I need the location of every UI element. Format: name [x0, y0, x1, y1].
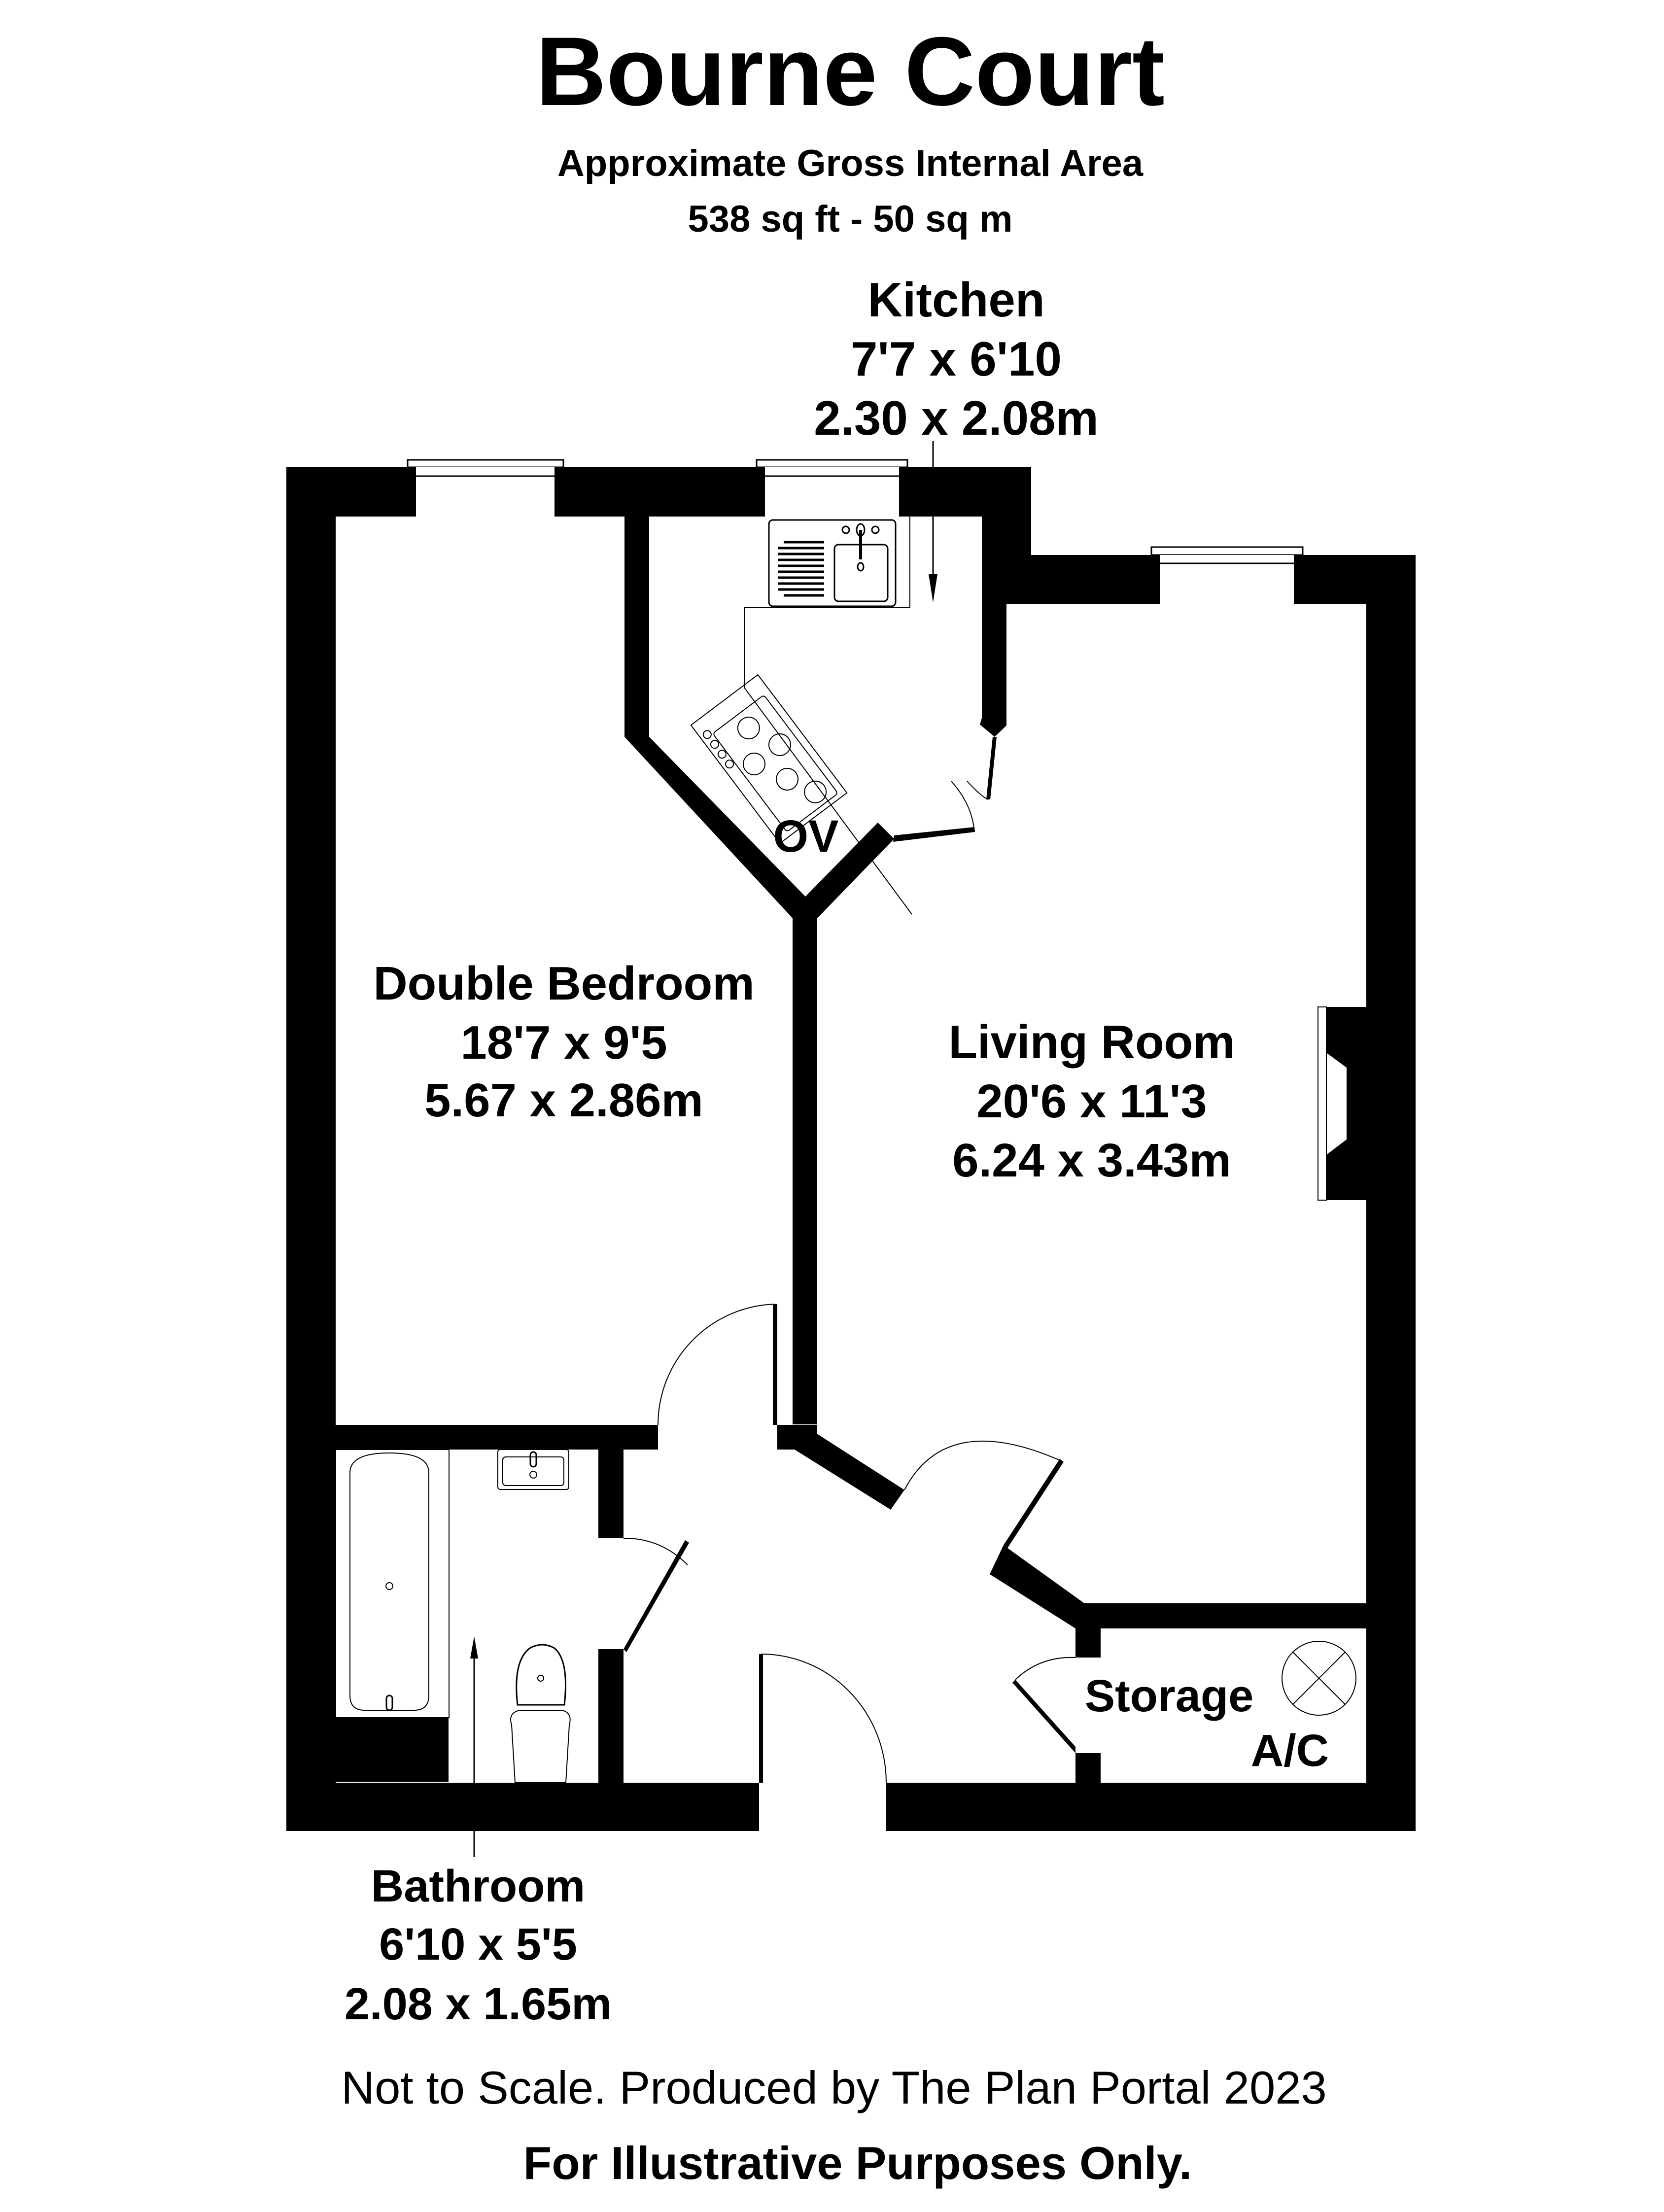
bathroom-pointer-arrow-icon: [470, 1636, 478, 1857]
window-living: [1150, 546, 1304, 604]
kitchen-label: Kitchen 7'7 x 6'10 2.30 x 2.08m: [814, 273, 1099, 445]
living-name: Living Room: [948, 1016, 1235, 1069]
walls: [286, 467, 1416, 1831]
ac-unit-icon: [1282, 1641, 1356, 1716]
kitchen-imperial: 7'7 x 6'10: [851, 332, 1062, 386]
bedroom-imperial: 18'7 x 9'5: [460, 1016, 667, 1069]
plan-title: Bourne Court: [536, 17, 1165, 126]
plan-area: 538 sq ft - 50 sq m: [688, 198, 1013, 240]
bathroom-name: Bathroom: [371, 1861, 585, 1911]
bathroom-label: Bathroom 6'10 x 5'5 2.08 x 1.65m: [345, 1861, 612, 2029]
storage-name: Storage: [1085, 1671, 1254, 1721]
kitchen-counter: [744, 517, 912, 915]
fireplace-icon: [1317, 1006, 1366, 1201]
kitchen-pointer-arrow-icon: [929, 441, 937, 602]
living-room-door[interactable]: [904, 1440, 1064, 1548]
living-imperial: 20'6 x 11'3: [976, 1075, 1207, 1128]
storage-door[interactable]: [1012, 1657, 1076, 1753]
kitchen-name: Kitchen: [867, 273, 1044, 327]
bedroom-metric: 5.67 x 2.86m: [424, 1074, 703, 1127]
living-room-label: Living Room 20'6 x 11'3 6.24 x 3.43m: [948, 1016, 1235, 1187]
plan-subtitle: Approximate Gross Internal Area: [557, 142, 1144, 184]
entrance-door[interactable]: [759, 1654, 887, 1783]
bedroom-door[interactable]: [658, 1304, 777, 1425]
kitchen-metric: 2.30 x 2.08m: [814, 391, 1099, 445]
bathtub-icon: [335, 1449, 450, 1718]
footer-notice: For Illustrative Purposes Only.: [523, 2137, 1192, 2189]
window-kitchen: [756, 459, 908, 517]
bedroom-label: Double Bedroom 18'7 x 9'5 5.67 x 2.86m: [373, 957, 754, 1127]
kitchen-sink-icon: [768, 519, 897, 607]
basin-icon: [497, 1449, 569, 1490]
bathroom-imperial: 6'10 x 5'5: [379, 1919, 577, 1970]
bedroom-name: Double Bedroom: [373, 957, 754, 1010]
hob-icon: [690, 674, 848, 844]
bathroom-door[interactable]: [623, 1537, 689, 1652]
living-metric: 6.24 x 3.43m: [952, 1134, 1231, 1187]
storage-label: Storage A/C: [1085, 1671, 1329, 1776]
oven-label: OV: [773, 811, 839, 862]
footer-disclaimer: Not to Scale. Produced by The Plan Porta…: [341, 2062, 1327, 2113]
bathroom-metric: 2.08 x 1.65m: [345, 1979, 612, 2029]
toilet-icon: [510, 1644, 571, 1783]
storage-note: A/C: [1251, 1726, 1329, 1776]
window-bedroom: [407, 459, 564, 517]
